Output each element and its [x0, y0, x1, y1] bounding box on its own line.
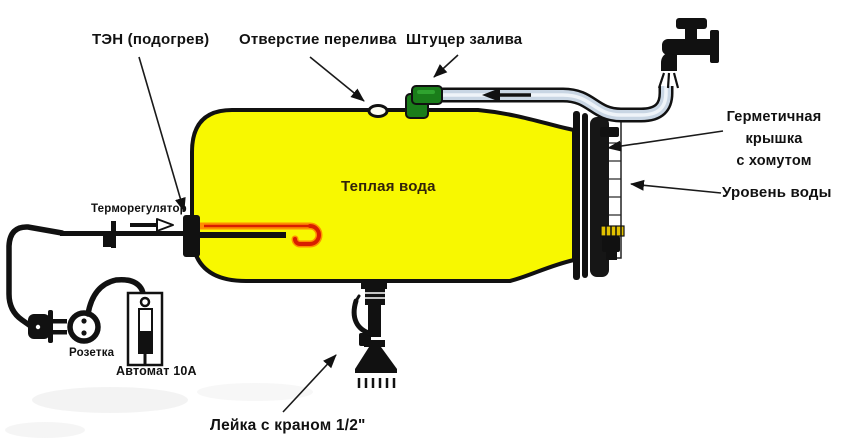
socket-label: Розетка — [69, 347, 115, 359]
direction-arrow-icon — [130, 218, 174, 232]
arrow-level — [630, 179, 722, 194]
gauge-top-fitting — [600, 127, 619, 137]
overflow-hole — [367, 104, 389, 118]
overflow-label: Отверстие перелива — [239, 31, 397, 48]
shower-label: Лейка с краном 1/2" — [210, 417, 366, 434]
leader-arrows — [138, 54, 724, 413]
arrow-filler — [433, 54, 459, 78]
heater-label: ТЭН (подогрев) — [92, 31, 210, 48]
cap-label-line2: с хомутом — [736, 153, 812, 169]
wire-socket-to-breaker — [85, 276, 147, 317]
flow-arrow-icon — [482, 88, 531, 102]
watermark-smudge — [5, 383, 313, 438]
tank-body — [190, 108, 576, 283]
circuit-breaker — [126, 291, 164, 367]
water-drip-lines — [357, 378, 396, 388]
socket-icon — [67, 310, 101, 344]
breaker-label: Автомат 10А — [116, 364, 197, 378]
thermostat-label: Терморегулятор — [91, 203, 187, 215]
heating-element — [183, 215, 323, 257]
heater-rod — [200, 232, 286, 238]
clamp-bar-inner — [582, 113, 588, 278]
cap-label: Герметичная крышка с хомутом — [698, 106, 850, 172]
sealed-cap-assembly — [573, 111, 625, 280]
gauge-thread-stripes — [605, 226, 622, 236]
plug-icon — [28, 310, 67, 343]
heater-mount-block — [183, 215, 200, 257]
arrow-cap — [607, 130, 724, 152]
level-label: Уровень воды — [722, 184, 832, 201]
filler-fitting — [405, 85, 443, 119]
warm-water-label: Теплая вода — [341, 178, 436, 195]
filler-label: Штуцер залива — [406, 31, 523, 48]
arrow-heater — [138, 56, 186, 212]
arrow-overflow — [309, 56, 365, 102]
gauge-bottom-nub — [602, 236, 620, 252]
thermostat — [60, 218, 184, 248]
gauge-bottom-foot — [606, 252, 617, 260]
cap-label-line1: Герметичная крышка — [726, 109, 822, 147]
tap-icon — [657, 18, 719, 89]
fill-hose — [441, 86, 674, 123]
wire-thermostat-to-plug — [6, 224, 65, 330]
arrow-shower — [282, 354, 337, 413]
shower-head — [351, 281, 397, 388]
clamp-bar-outer — [573, 111, 580, 280]
